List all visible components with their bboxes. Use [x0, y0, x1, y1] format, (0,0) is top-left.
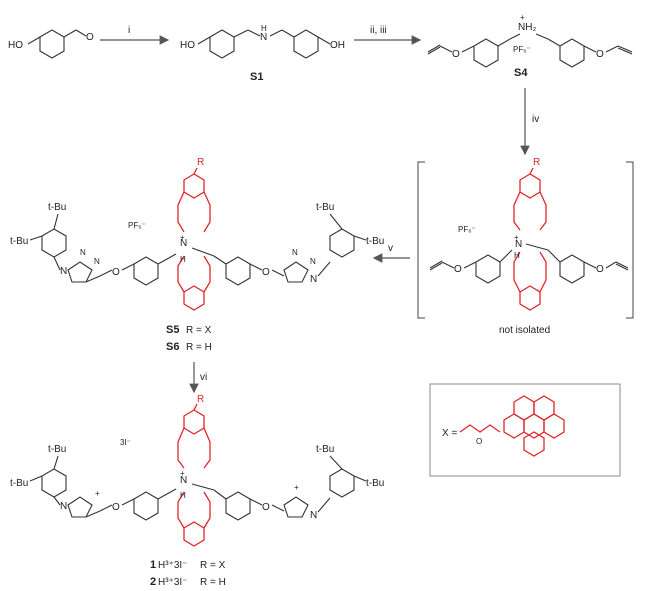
int-o-right: O: [596, 264, 604, 275]
label-s6-r: R = H: [186, 342, 212, 353]
label-s1: S1: [250, 71, 263, 83]
label-2: 2: [150, 576, 156, 588]
step-iv-label: iv: [532, 114, 539, 125]
x-def-label: X =: [442, 428, 457, 439]
label-1-r: R = X: [200, 560, 226, 571]
final-o-left: O: [112, 502, 120, 513]
s5-h-label: H: [180, 255, 186, 264]
label-1-charge: H³⁺3I⁻: [158, 560, 187, 571]
s5-tbu-2: t-Bu: [10, 236, 28, 247]
final-h-label: H: [180, 491, 186, 500]
compound-1-2: R 3I⁻ t-Bu t-Bu N + O N + H O + N: [10, 394, 384, 588]
s1-h-label: H: [261, 24, 267, 33]
step-v-label: v: [388, 243, 393, 254]
final-plus-center: +: [180, 469, 185, 478]
final-tbu-3: t-Bu: [316, 444, 334, 455]
s5-triazole-n6: N: [310, 274, 317, 285]
int-pf6: PF₆⁻: [458, 225, 476, 234]
s5-tbu-4: t-Bu: [366, 236, 384, 247]
step-ii-iii-label: ii, iii: [370, 25, 387, 36]
intermediate-rotaxane: R PF₆⁻ O N + H O not isolated: [417, 157, 634, 336]
s4-o-right: O: [596, 49, 604, 60]
final-tbu-4: t-Bu: [366, 478, 384, 489]
bracket-right: [626, 161, 634, 319]
pyrene-icon: [503, 395, 565, 457]
s4-nh2: NH₂: [518, 22, 536, 33]
s5-triazole-n1: N: [60, 266, 67, 277]
s5-triazole-n3: N: [94, 257, 100, 266]
compound-s1: HO N H OH S1: [180, 24, 345, 83]
label-1: 1: [150, 559, 156, 571]
s5-triazole-n4: N: [292, 248, 298, 257]
s4-plus: +: [520, 13, 525, 22]
s5-o-right: O: [262, 267, 270, 278]
s5-triazole-n2: N: [80, 248, 86, 257]
final-tbu-2: t-Bu: [10, 478, 28, 489]
ho-label: HO: [8, 40, 23, 51]
label-s6: S6: [166, 341, 179, 353]
final-plus-right: +: [294, 483, 299, 492]
final-triazole-n1: N: [60, 501, 67, 512]
final-o-right: O: [262, 502, 270, 513]
s4-pf6: PF₆⁻: [513, 45, 531, 54]
s5-tbu-3: t-Bu: [316, 202, 334, 213]
s4-o-left: O: [452, 49, 460, 60]
step-i-label: i: [128, 25, 130, 36]
step-vi-label: vi: [200, 372, 207, 383]
label-s5-r: R = X: [186, 325, 212, 336]
x-definition-box: X = O: [429, 383, 621, 477]
compound-s4: O NH₂ + O PF₆⁻ S4: [427, 13, 633, 79]
final-n-label: N: [180, 475, 187, 486]
int-o-left: O: [454, 264, 462, 275]
s5-triazole-n5: N: [310, 257, 316, 266]
s5-plus: +: [180, 233, 185, 242]
aldehyde-o-label: O: [86, 32, 94, 43]
label-2-charge: H³⁺3I⁻: [158, 577, 187, 588]
bracket-left: [417, 161, 425, 319]
final-r-label: R: [197, 394, 204, 405]
final-plus-left: +: [95, 489, 100, 498]
label-2-r: R = H: [200, 577, 226, 588]
not-isolated-label: not isolated: [499, 325, 550, 336]
s1-n-label: N: [260, 32, 267, 43]
s1-ho-label: HO: [180, 40, 195, 51]
label-s5: S5: [166, 324, 179, 336]
x-linker: [459, 424, 501, 433]
int-r-label: R: [533, 157, 540, 168]
s5-o-left: O: [112, 267, 120, 278]
int-plus: +: [514, 233, 519, 242]
starting-aldehyde: HO O: [8, 29, 94, 59]
final-tbu-1: t-Bu: [48, 444, 66, 455]
int-h-label: H: [514, 251, 520, 260]
int-n-label: N: [515, 239, 522, 250]
s5-r-label: R: [197, 157, 204, 168]
compound-s5-s6: R PF₆⁻ t-Bu t-Bu N N N O N + H O: [10, 157, 384, 353]
s5-tbu-1: t-Bu: [48, 202, 66, 213]
s1-oh-label: OH: [330, 40, 345, 51]
s5-pf6: PF₆⁻: [128, 221, 146, 230]
s5-n-label: N: [180, 238, 187, 249]
x-box-frame: [429, 383, 621, 477]
final-i3: 3I⁻: [120, 438, 131, 447]
label-s4: S4: [514, 67, 528, 79]
x-o-label: O: [476, 437, 482, 446]
final-triazole-n2: N: [310, 510, 317, 521]
